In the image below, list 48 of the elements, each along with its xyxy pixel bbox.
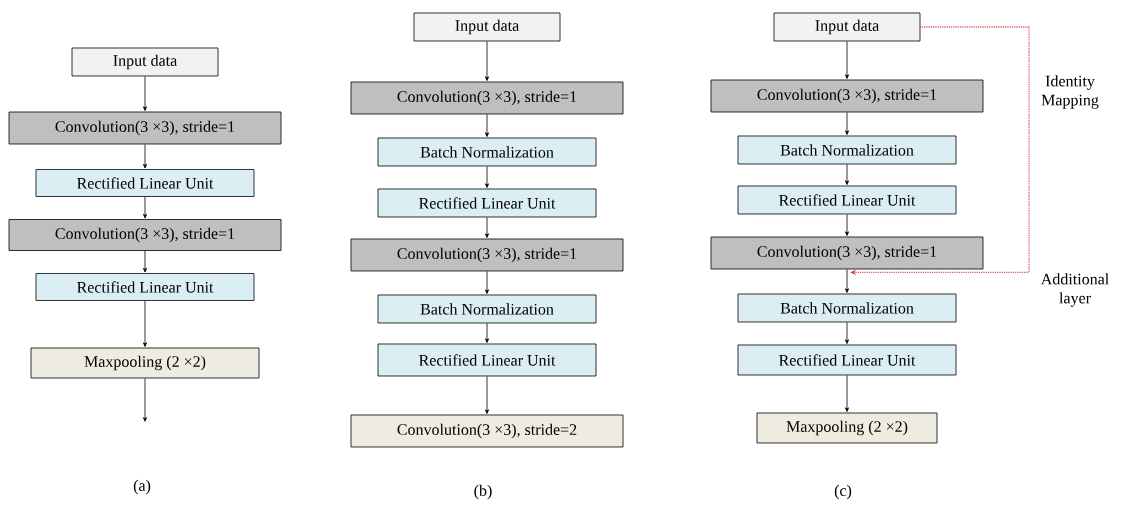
layer-box: Rectified Linear Unit (35, 169, 255, 197)
layer-box: Convolution(3 ×3), stride=1 (8, 219, 282, 251)
layer-box: Batch Normalization (377, 294, 597, 324)
arrow (143, 378, 147, 422)
layer-box: Batch Normalization (377, 137, 597, 167)
arrow (485, 323, 489, 343)
arrow (485, 271, 489, 294)
layer-box: Rectified Linear Unit (737, 185, 957, 215)
arrow (485, 166, 489, 188)
arrow (143, 196, 147, 219)
layer-box: Maxpooling (2 ×2) (30, 347, 260, 379)
layer-box: Convolution(3 ×3), stride=1 (350, 81, 624, 115)
arrow (845, 322, 849, 344)
arrow (845, 375, 849, 412)
layer-box: Input data (413, 12, 561, 42)
layer-box: Convolution(3 ×3), stride=1 (710, 236, 984, 270)
arrow (143, 144, 147, 169)
side-label: Additional layer (1040, 273, 1109, 307)
arrow (485, 376, 489, 414)
arrow (845, 214, 849, 236)
arrow (143, 300, 147, 347)
layer-box: Input data (773, 12, 921, 42)
layer-box: Batch Normalization (737, 135, 957, 165)
arrow (845, 41, 849, 79)
layer-box: Rectified Linear Unit (737, 344, 957, 376)
layer-box: Rectified Linear Unit (377, 343, 597, 377)
layer-box: Rectified Linear Unit (377, 188, 597, 218)
layer-box: Maxpooling (2 ×2) (756, 412, 938, 444)
arrow (485, 114, 489, 137)
caption: (b) (474, 484, 492, 500)
layer-box: Convolution(3 ×3), stride=2 (350, 414, 624, 448)
arrow (485, 41, 489, 81)
layer-box: Rectified Linear Unit (35, 273, 255, 301)
layer-box: Convolution(3 ×3), stride=1 (710, 79, 984, 113)
arrow (845, 269, 849, 293)
caption: (a) (133, 479, 151, 495)
caption: (c) (834, 484, 852, 500)
layer-box: Convolution(3 ×3), stride=1 (350, 238, 624, 272)
arrow (143, 250, 147, 273)
arrow (850, 26, 1030, 275)
arrow (845, 112, 849, 135)
layer-box: Convolution(3 ×3), stride=1 (8, 111, 282, 145)
layer-box: Input data (71, 47, 219, 77)
side-label: Identity Mapping (1041, 75, 1099, 109)
layer-box: Batch Normalization (737, 293, 957, 323)
arrow (143, 76, 147, 111)
arrow (845, 164, 849, 185)
arrow (485, 217, 489, 238)
